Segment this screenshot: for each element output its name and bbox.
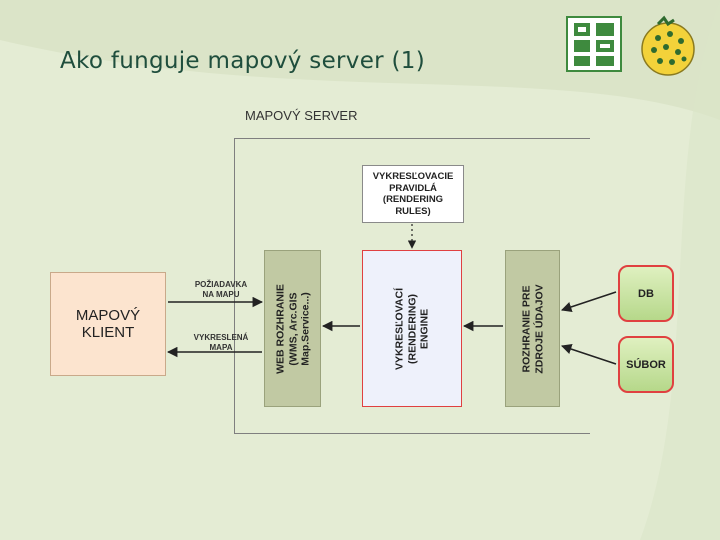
szp-logo xyxy=(566,16,622,72)
globe-logo xyxy=(641,15,695,76)
request-label: POŽIADAVKA NA MAPU xyxy=(194,280,248,299)
client-box: MAPOVÝ KLIENT xyxy=(50,272,166,376)
data-sources-interface-box: ROZHRANIE PRE ZDROJE ÚDAJOV xyxy=(505,250,560,407)
server-label: MAPOVÝ SERVER xyxy=(245,108,358,123)
db-to-sources-arrow xyxy=(561,291,617,312)
rendering-rules-box: VYKRESĽOVACIE PRAVIDLÁ (RENDERING RULES) xyxy=(362,165,464,223)
db-box: DB xyxy=(618,265,674,322)
file-to-sources-arrow xyxy=(561,344,617,365)
web-interface-box: WEB ROZHRANIE (WMS, Arc.GIS Map.Service.… xyxy=(264,250,321,407)
page-title: Ako funguje mapový server (1) xyxy=(60,48,425,74)
file-box: SÚBOR xyxy=(618,336,674,393)
response-label: VYKRESLENÁ MAPA xyxy=(193,333,249,352)
rendering-engine-box: VYKRESĽOVACÍ (RENDERING) ENGINE xyxy=(362,250,462,407)
server-frame xyxy=(234,138,590,434)
